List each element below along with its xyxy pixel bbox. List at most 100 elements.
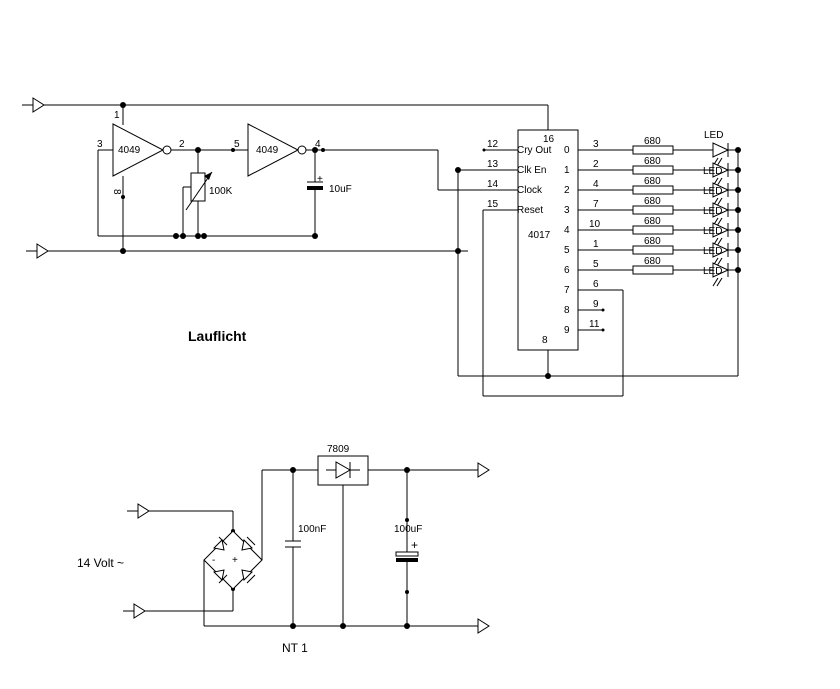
inverter-u1: 4049 1 3 2 8 [97,110,185,251]
counter-4017: 16 4017 8 12 Cry Out 13 Clk En 14 Clock … [455,129,633,376]
led-icon [712,222,730,238]
regulator-label: 7809 [327,444,350,455]
inverter-u2-pin-in: 5 [234,139,240,150]
inverter-u1-pin-vss: 8 [111,189,122,195]
counter-output-pin-7: 7 [593,199,599,210]
inverter-u1-pin-vdd: 1 [114,110,120,121]
resistor-label: 680 [644,156,661,167]
counter-output-pin-5: 5 [593,259,599,270]
counter-output-pin-4: 4 [593,179,599,190]
resistor-icon [632,205,674,215]
dc-output-top-icon [477,462,490,478]
led-icon [712,142,730,158]
counter-output-pin-2: 2 [593,159,599,170]
resistor-icon [632,145,674,155]
resistor-label: 680 [644,236,661,247]
capacitor-100uf: 100uF + [394,470,422,626]
counter-left-pin-num-15: 15 [487,199,499,210]
inverter-u2-label: 4049 [256,145,279,156]
counter-left-pin-num-14: 14 [487,179,499,190]
counter-output-pin-6: 6 [593,279,599,290]
cap-100uf-label: 100uF [394,524,422,535]
power-supply-title: NT 1 [282,641,308,655]
counter-pin-vss: 8 [542,335,548,346]
inverter-u1-pin-out: 2 [179,139,185,150]
led-icon [712,242,730,258]
counter-output-pin-9: 9 [593,299,599,310]
resistor-label: 680 [644,256,661,267]
counter-label: 4017 [528,230,551,241]
cap-10uf-label: 10uF [329,184,352,195]
led-label: LED [703,226,722,237]
resistor-icon [632,265,674,275]
counter-output-q4: 4 [564,225,570,236]
dc-output-bottom-icon [477,618,490,634]
resistor-icon [632,245,674,255]
led-icon [712,202,730,218]
bridge-plus-label: + [232,555,238,566]
cap-10uf-plus: + [317,174,323,185]
pot-label: 100K [209,186,233,197]
resistor-icon [632,225,674,235]
counter-output-pin-1: 1 [593,239,599,250]
led-label: LED [703,166,722,177]
counter-pin-vdd: 16 [543,134,555,145]
counter-left-pin-name-clock: Clock [517,185,543,196]
counter-output-q5: 5 [564,245,570,256]
led-label: LED [703,246,722,257]
diagram-title: Lauflicht [188,328,247,344]
gnd-terminal-icon [36,243,49,259]
counter-left-pin-name-clken: Clk En [517,165,546,176]
resistor-label: 680 [644,136,661,147]
counter-left-pin-num-12: 12 [487,139,499,150]
counter-left-pin-num-13: 13 [487,159,499,170]
ac-input-top-icon [137,503,150,519]
inverter-u1-label: 4049 [118,145,141,156]
input-voltage-label: 14 Volt ~ [77,556,124,570]
potentiometer-100k: 100K [182,165,233,236]
led-icon [712,262,730,278]
resistor-label: 680 [644,176,661,187]
gnd-rail [26,243,468,259]
resistor-icon [632,165,674,175]
led-header-label: LED [704,130,723,141]
capacitor-100nf: 100nF [285,470,326,626]
ac-input-bottom-icon [133,603,146,619]
led-label: LED [703,206,722,217]
led-icon [712,162,730,178]
bridge-diode-icon [212,536,256,584]
capacitor-10uf: + 10uF [307,150,352,236]
led-label: LED [703,266,722,277]
bridge-minus-label: - [212,555,215,566]
led-channel-0: 680 [632,136,741,167]
led-icon [712,182,730,198]
vdd-rail [22,97,549,130]
resistor-icon [632,185,674,195]
resistor-label: 680 [644,196,661,207]
counter-output-q1: 1 [564,165,570,176]
counter-output-q0: 0 [564,145,570,156]
counter-left-pin-name-reset: Reset [517,205,543,216]
cap-100uf-plus: + [411,538,418,552]
bridge-rectifier: - + [203,530,263,590]
counter-output-q3: 3 [564,205,570,216]
regulator-7809: 7809 [317,444,369,626]
led-label: LED [703,186,722,197]
counter-output-q7: 7 [564,285,570,296]
counter-output-pin-10: 10 [589,219,601,230]
cap-100nf-label: 100nF [298,524,326,535]
counter-output-q8: 8 [564,305,570,316]
counter-output-pin-3: 3 [593,139,599,150]
inverter-u2: 4049 5 4 [234,123,518,191]
resistor-label: 680 [644,216,661,227]
counter-output-q9: 9 [564,325,570,336]
counter-output-pin-11: 11 [589,319,600,330]
counter-output-q6: 6 [564,265,570,276]
